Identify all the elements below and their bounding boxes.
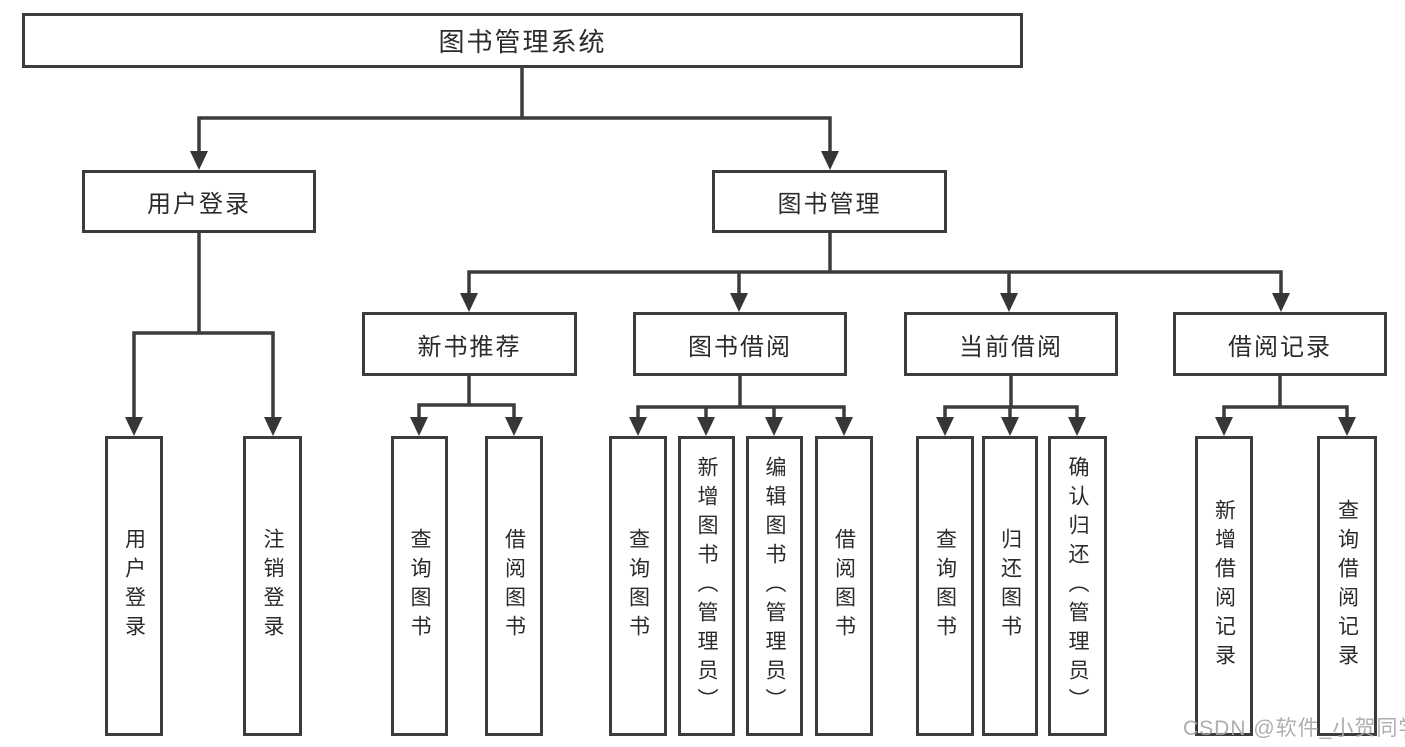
leaf-borrow-books: 借阅图书 (815, 436, 873, 736)
node-label: 新增图书（管理员） (695, 455, 718, 717)
leaf-query-books-borrowing: 查询图书 (609, 436, 667, 736)
node-label: 查询图书 (408, 528, 431, 644)
node-label: 新增借阅记录 (1212, 499, 1236, 673)
node-label: 当前借阅 (959, 333, 1063, 361)
connector-segments (132, 68, 1349, 418)
node-label: 用户登录 (147, 191, 251, 218)
node-library-management-system: 图书管理系统 (22, 13, 1023, 68)
node-label: 借阅记录 (1228, 333, 1332, 361)
csdn-watermark: CSDN @软件_小贺同学 (1183, 717, 1405, 740)
node-label: 编辑图书（管理员） (763, 455, 786, 717)
leaf-add-borrow-record: 新增借阅记录 (1195, 436, 1253, 736)
node-label: 图书管理 (777, 191, 882, 218)
leaf-query-borrow-record: 查询借阅记录 (1317, 436, 1377, 736)
leaf-query-books-current: 查询图书 (916, 436, 974, 736)
node-book-borrowing: 图书借阅 (633, 312, 847, 376)
node-label: 确认归还（管理员） (1066, 455, 1089, 717)
leaf-borrow-books-recommend: 借阅图书 (485, 436, 543, 736)
node-label: 新书推荐 (417, 333, 522, 361)
node-label: 借阅图书 (502, 528, 526, 644)
arrow-head-icons (125, 151, 1356, 436)
leaf-return-books: 归还图书 (982, 436, 1038, 736)
node-book-management: 图书管理 (712, 170, 947, 233)
node-label: 图书借阅 (688, 333, 792, 361)
node-user-login: 用户登录 (82, 170, 316, 233)
leaf-confirm-return-admin: 确认归还（管理员） (1048, 436, 1107, 736)
leaf-logout: 注销登录 (243, 436, 302, 736)
leaf-edit-books-admin: 编辑图书（管理员） (746, 436, 803, 736)
node-label: 注销登录 (261, 528, 284, 644)
node-borrowing-records: 借阅记录 (1173, 312, 1387, 376)
node-label: 图书管理系统 (438, 27, 607, 57)
node-label: 归还图书 (998, 528, 1022, 644)
node-current-borrowing: 当前借阅 (904, 312, 1118, 376)
node-label: 查询图书 (626, 528, 650, 644)
node-label: 借阅图书 (832, 528, 856, 644)
node-label: 用户登录 (122, 528, 146, 644)
leaf-add-books-admin: 新增图书（管理员） (678, 436, 735, 736)
node-new-book-recommendation: 新书推荐 (362, 312, 577, 376)
node-label: 查询图书 (933, 528, 957, 644)
node-label: 查询借阅记录 (1335, 499, 1359, 673)
leaf-query-books-recommend: 查询图书 (391, 436, 448, 736)
leaf-user-login: 用户登录 (105, 436, 163, 736)
